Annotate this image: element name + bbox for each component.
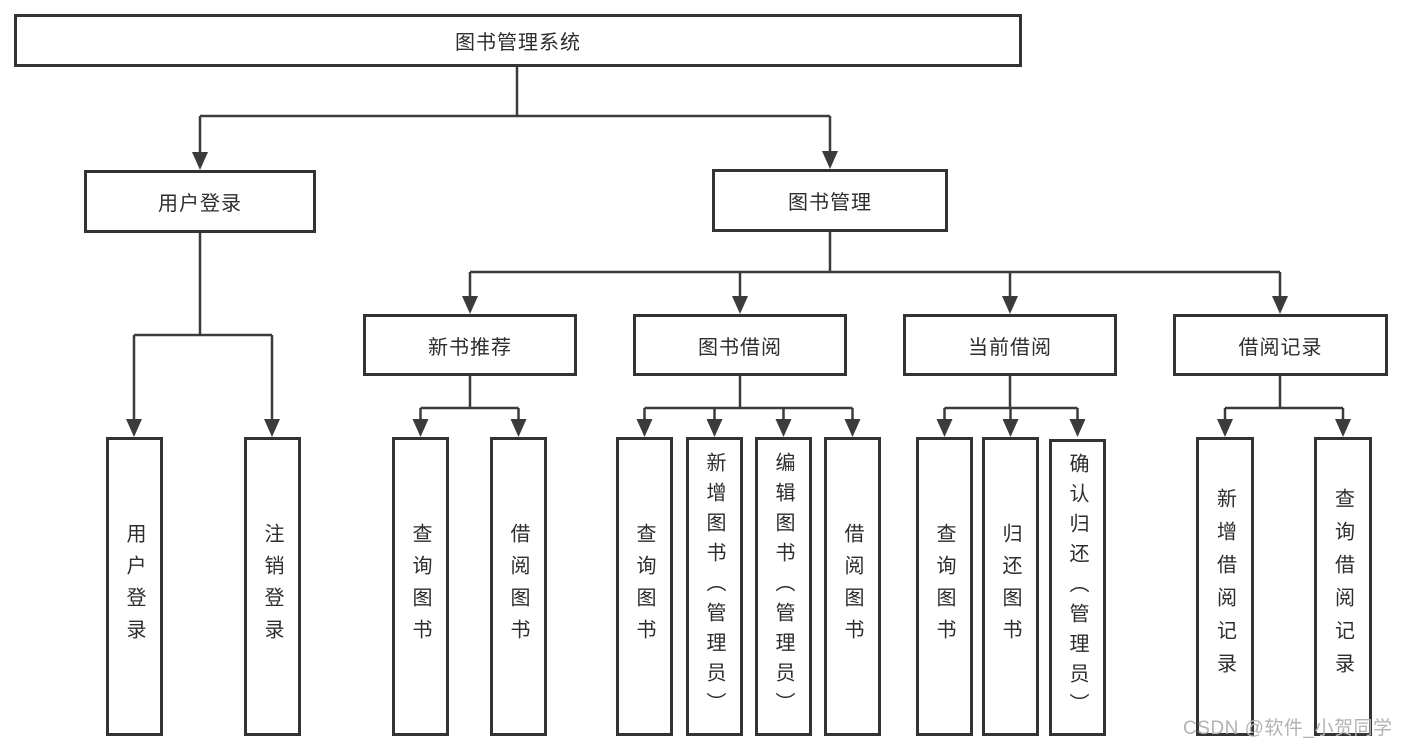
leaf-current-return-books: 归还图书 bbox=[982, 437, 1039, 736]
leaf-borrow-query-books: 查询图书 bbox=[616, 437, 673, 736]
leaf-newbook-query-books: 查询图书 bbox=[392, 437, 449, 736]
leaf-current-confirm-return-admin: 确认归还（管理员） bbox=[1049, 439, 1106, 736]
leaf-borrow-edit-books-admin: 编辑图书（管理员） bbox=[755, 437, 812, 736]
node-root: 图书管理系统 bbox=[14, 14, 1022, 67]
arrowheads bbox=[126, 151, 1351, 437]
node-book-borrow: 图书借阅 bbox=[633, 314, 847, 376]
leaf-newbook-borrow-books: 借阅图书 bbox=[490, 437, 547, 736]
node-current-borrow: 当前借阅 bbox=[903, 314, 1117, 376]
node-book-management: 图书管理 bbox=[712, 169, 948, 232]
leaf-borrow-add-books-admin: 新增图书（管理员） bbox=[686, 437, 743, 736]
node-borrow-record: 借阅记录 bbox=[1173, 314, 1388, 376]
node-new-book-recommend: 新书推荐 bbox=[363, 314, 577, 376]
node-user-login: 用户登录 bbox=[84, 170, 316, 233]
leaf-record-add-borrow-record: 新增借阅记录 bbox=[1196, 437, 1254, 736]
watermark: CSDN @软件_小贺同学 bbox=[1183, 718, 1393, 739]
leaf-record-query-borrow-record: 查询借阅记录 bbox=[1314, 437, 1372, 736]
leaf-logout: 注销登录 bbox=[244, 437, 301, 736]
leaf-user-login: 用户登录 bbox=[106, 437, 163, 736]
leaf-borrow-borrow-books: 借阅图书 bbox=[824, 437, 881, 736]
leaf-current-query-books: 查询图书 bbox=[916, 437, 973, 736]
